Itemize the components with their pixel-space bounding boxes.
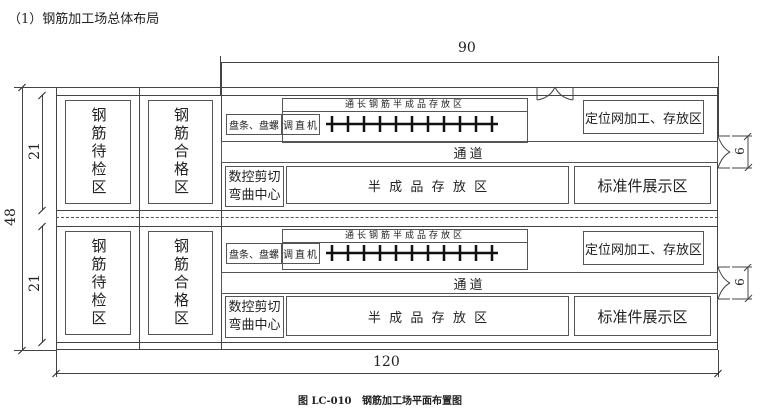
heading: （1）钢筋加工场总体布局 — [8, 12, 160, 27]
bottom-dim-line — [56, 373, 718, 374]
dim-ext — [220, 56, 221, 96]
side-door-and-dim — [717, 264, 753, 302]
zone-label: 定位网加工、存放区 — [584, 242, 702, 258]
zone-label: 调直机 — [283, 250, 319, 261]
side-door-and-dim — [717, 133, 753, 171]
straightener-machine: 调直机 — [282, 243, 320, 264]
dim-ext — [718, 350, 719, 377]
divider — [139, 87, 140, 350]
door-icon — [536, 86, 574, 101]
aisle-width-label: 6 — [732, 278, 747, 286]
zone-label: 钢筋待检区 — [89, 107, 108, 197]
dim-ext — [14, 350, 56, 351]
zone-label: 通长钢筋半成品存放区 — [283, 99, 527, 112]
zone-label: 数控剪切弯曲中心 — [228, 169, 281, 203]
aisle: 通道 — [221, 272, 718, 294]
qualified-zone: 钢筋合格区 — [148, 100, 213, 204]
rebar-icon — [326, 116, 498, 132]
positioning-net-zone: 定位网加工、存放区 — [583, 231, 704, 265]
zone-label: 数控剪切弯曲中心 — [228, 300, 281, 333]
dim-ext — [56, 350, 57, 377]
straightener-machine: 调直机 — [282, 114, 320, 135]
figure-caption: 图 LC-010 钢筋加工场平面布置图 — [298, 396, 462, 407]
rebar-symbol — [324, 243, 500, 263]
zone-label: 通道 — [453, 146, 486, 162]
positioning-net-zone: 定位网加工、存放区 — [583, 100, 704, 134]
zone-label: 标准件展示区 — [597, 307, 688, 326]
aisle-width-label: 6 — [732, 147, 747, 155]
upper-section: 钢筋待检区 钢筋合格区 通长钢筋半成品存放区 盘条、盘螺 调直机 定位网加工、存… — [0, 95, 760, 215]
zone-label: 定位网加工、存放区 — [584, 111, 702, 127]
zone-label: 通长钢筋半成品存放区 — [283, 230, 527, 243]
inspection-zone: 钢筋待检区 — [65, 100, 131, 204]
zone-label: 半 成 品 存 放 区 — [367, 179, 488, 195]
zone-label: 盘条、盘螺 — [229, 250, 279, 261]
section-dim-line — [42, 95, 43, 210]
center-line — [56, 217, 718, 218]
cnc-center: 数控剪切弯曲中心 — [225, 166, 284, 207]
zone-label: 钢筋合格区 — [172, 238, 190, 328]
zone-label: 钢筋合格区 — [172, 107, 190, 197]
dim-ext — [718, 56, 719, 136]
divider — [221, 62, 222, 350]
bottom-dim-label: 120 — [373, 354, 400, 370]
zone-label: 标准件展示区 — [597, 176, 688, 195]
aisle: 通道 — [221, 141, 718, 163]
semi-finished-zone: 半 成 品 存 放 区 — [286, 166, 569, 204]
inspection-zone: 钢筋待检区 — [65, 231, 131, 335]
inner-line — [56, 95, 718, 96]
standard-display-zone: 标准件展示区 — [574, 296, 711, 336]
lower-section: 钢筋待检区 钢筋合格区 通长钢筋半成品存放区 盘条、盘螺 调直机 定位网加工、存… — [0, 226, 760, 346]
rebar-symbol — [324, 114, 500, 134]
zone-label: 通道 — [453, 277, 486, 293]
rebar-icon — [326, 245, 498, 261]
inner-line — [56, 210, 718, 211]
section-dim-line — [42, 226, 43, 342]
standard-display-zone: 标准件展示区 — [574, 166, 711, 204]
inner-line — [56, 342, 718, 343]
inner-line — [56, 226, 718, 227]
qualified-zone: 钢筋合格区 — [148, 231, 213, 335]
zone-label: 钢筋待检区 — [89, 238, 108, 328]
semi-finished-zone: 半 成 品 存 放 区 — [286, 296, 569, 336]
coil-zone: 盘条、盘螺 — [226, 243, 282, 264]
zone-label: 盘条、盘螺 — [229, 121, 279, 132]
zone-label: 半 成 品 存 放 区 — [367, 310, 488, 326]
site-boundary — [56, 87, 718, 350]
total-height-dim-line — [22, 87, 23, 350]
coil-zone: 盘条、盘螺 — [226, 114, 282, 135]
dim-ext — [14, 87, 56, 88]
top-dim-label: 90 — [458, 40, 476, 56]
zone-label: 调直机 — [283, 121, 319, 132]
cnc-center: 数控剪切弯曲中心 — [225, 296, 284, 338]
top-dim-line — [220, 62, 718, 63]
